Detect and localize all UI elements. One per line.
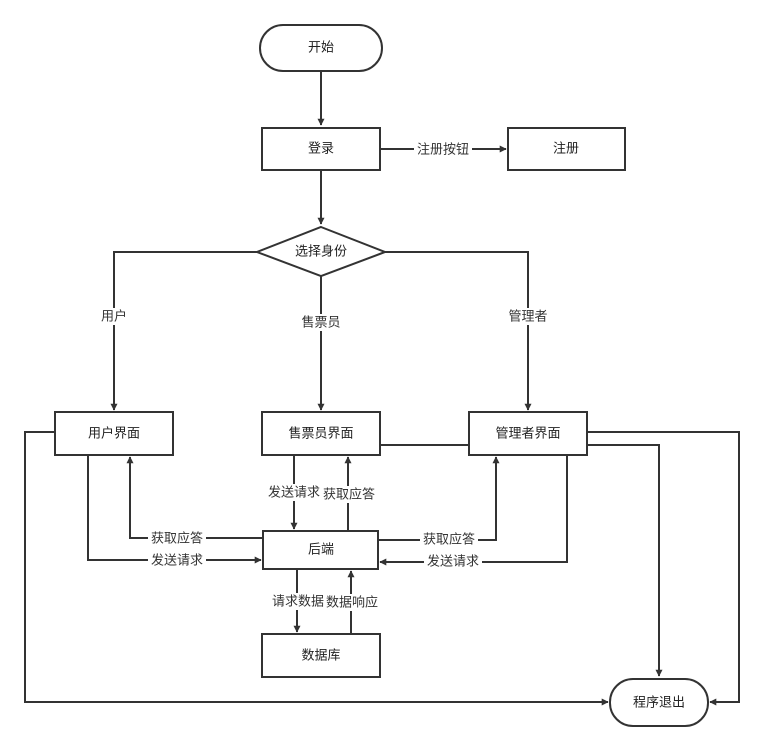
edge-backend-to-admin-ui	[378, 456, 500, 541]
label-admin-send-request: 发送请求	[427, 554, 479, 570]
start-terminator	[259, 24, 383, 72]
edge-admin-ui-to-exit	[587, 431, 740, 706]
admin-ui-label: 管理者界面	[495, 427, 560, 442]
seller-ui-box	[261, 411, 381, 456]
node-seller-ui: 售票员界面	[261, 411, 381, 456]
node-login: 登录	[261, 127, 381, 171]
node-user-ui: 用户界面	[54, 411, 174, 456]
edges	[24, 71, 740, 706]
choose-identity-diamond	[254, 225, 388, 278]
start-label: 开始	[308, 41, 334, 56]
node-choose-identity: 选择身份	[254, 225, 388, 278]
register-label: 注册	[553, 142, 579, 157]
label-seller: 售票员	[301, 315, 340, 331]
edge-backend-to-user-ui	[126, 456, 263, 539]
node-register: 注册	[507, 127, 626, 171]
choose-identity-label: 选择身份	[295, 244, 347, 260]
edge-choose-to-user-ui	[110, 251, 257, 411]
user-ui-label: 用户界面	[88, 426, 140, 442]
admin-ui-box	[468, 411, 588, 456]
backend-box	[262, 530, 379, 570]
label-register-button: 注册按钮	[417, 143, 469, 158]
register-box	[507, 127, 626, 171]
node-database: 数据库	[261, 633, 381, 678]
label-data-response: 数据响应	[326, 595, 378, 611]
edge-user-ui-to-exit	[24, 431, 609, 706]
exit-terminator	[609, 678, 709, 727]
label-user-send-request: 发送请求	[151, 553, 203, 569]
node-exit: 程序退出	[609, 678, 709, 727]
label-seller-send-request: 发送请求	[268, 485, 320, 501]
user-ui-box	[54, 411, 174, 456]
nodes: 开始 登录 注册 选择身份 用户界面 售票员界面 管理者界面 后端	[54, 24, 709, 727]
node-admin-ui: 管理者界面	[468, 411, 588, 456]
label-admin: 管理者	[508, 310, 547, 325]
label-admin-get-response: 获取应答	[423, 532, 475, 548]
edge-choose-to-admin-ui	[385, 251, 532, 411]
seller-ui-label: 售票员界面	[288, 426, 353, 442]
label-user: 用户	[101, 309, 127, 325]
login-box	[261, 127, 381, 171]
edge-seller-ui-to-exit	[380, 444, 663, 677]
database-box	[261, 633, 381, 678]
label-request-data: 请求数据	[272, 595, 324, 610]
exit-label: 程序退出	[633, 696, 685, 711]
node-start: 开始	[259, 24, 383, 72]
node-backend: 后端	[262, 530, 379, 570]
login-label: 登录	[308, 142, 334, 157]
label-seller-get-response: 获取应答	[323, 487, 375, 503]
backend-label: 后端	[308, 543, 334, 558]
label-user-get-response: 获取应答	[151, 531, 203, 547]
edge-labels: 注册按钮 用户 售票员 管理者 获取应答 发送请求 发送请求 获取应答 获取应答…	[96, 141, 553, 611]
database-label: 数据库	[301, 648, 340, 664]
